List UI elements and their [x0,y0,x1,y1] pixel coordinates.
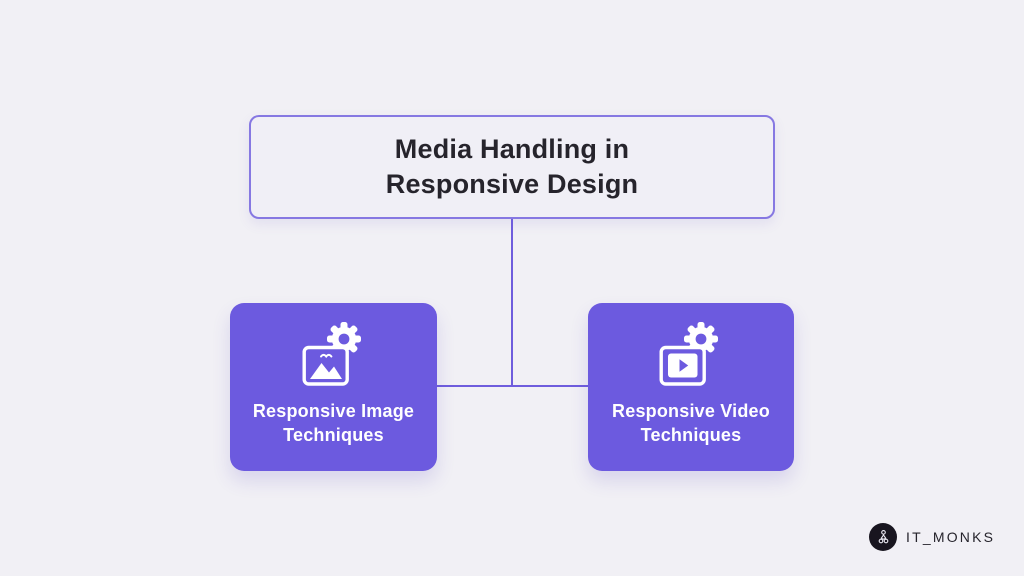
root-node-label: Media Handling in Responsive Design [385,134,639,199]
connector-between-children [437,385,588,387]
meditating-monk-icon [878,529,888,543]
image-gear-icon [302,322,361,386]
node-label-responsive-image: Responsive Image Techniques [252,401,415,445]
brand-logo: IT_MONKS [869,523,995,551]
node-label-responsive-video: Responsive Video Techniques [612,401,770,445]
node-responsive-image-techniques: Responsive Image Techniques [230,303,437,471]
logo-badge [869,523,897,551]
connector-root-to-children [511,219,513,387]
node-responsive-video-techniques: Responsive Video Techniques [588,303,794,471]
logo-text: IT_MONKS [906,529,996,545]
video-gear-icon [659,322,718,386]
root-node-media-handling: Media Handling in Responsive Design [249,115,775,219]
